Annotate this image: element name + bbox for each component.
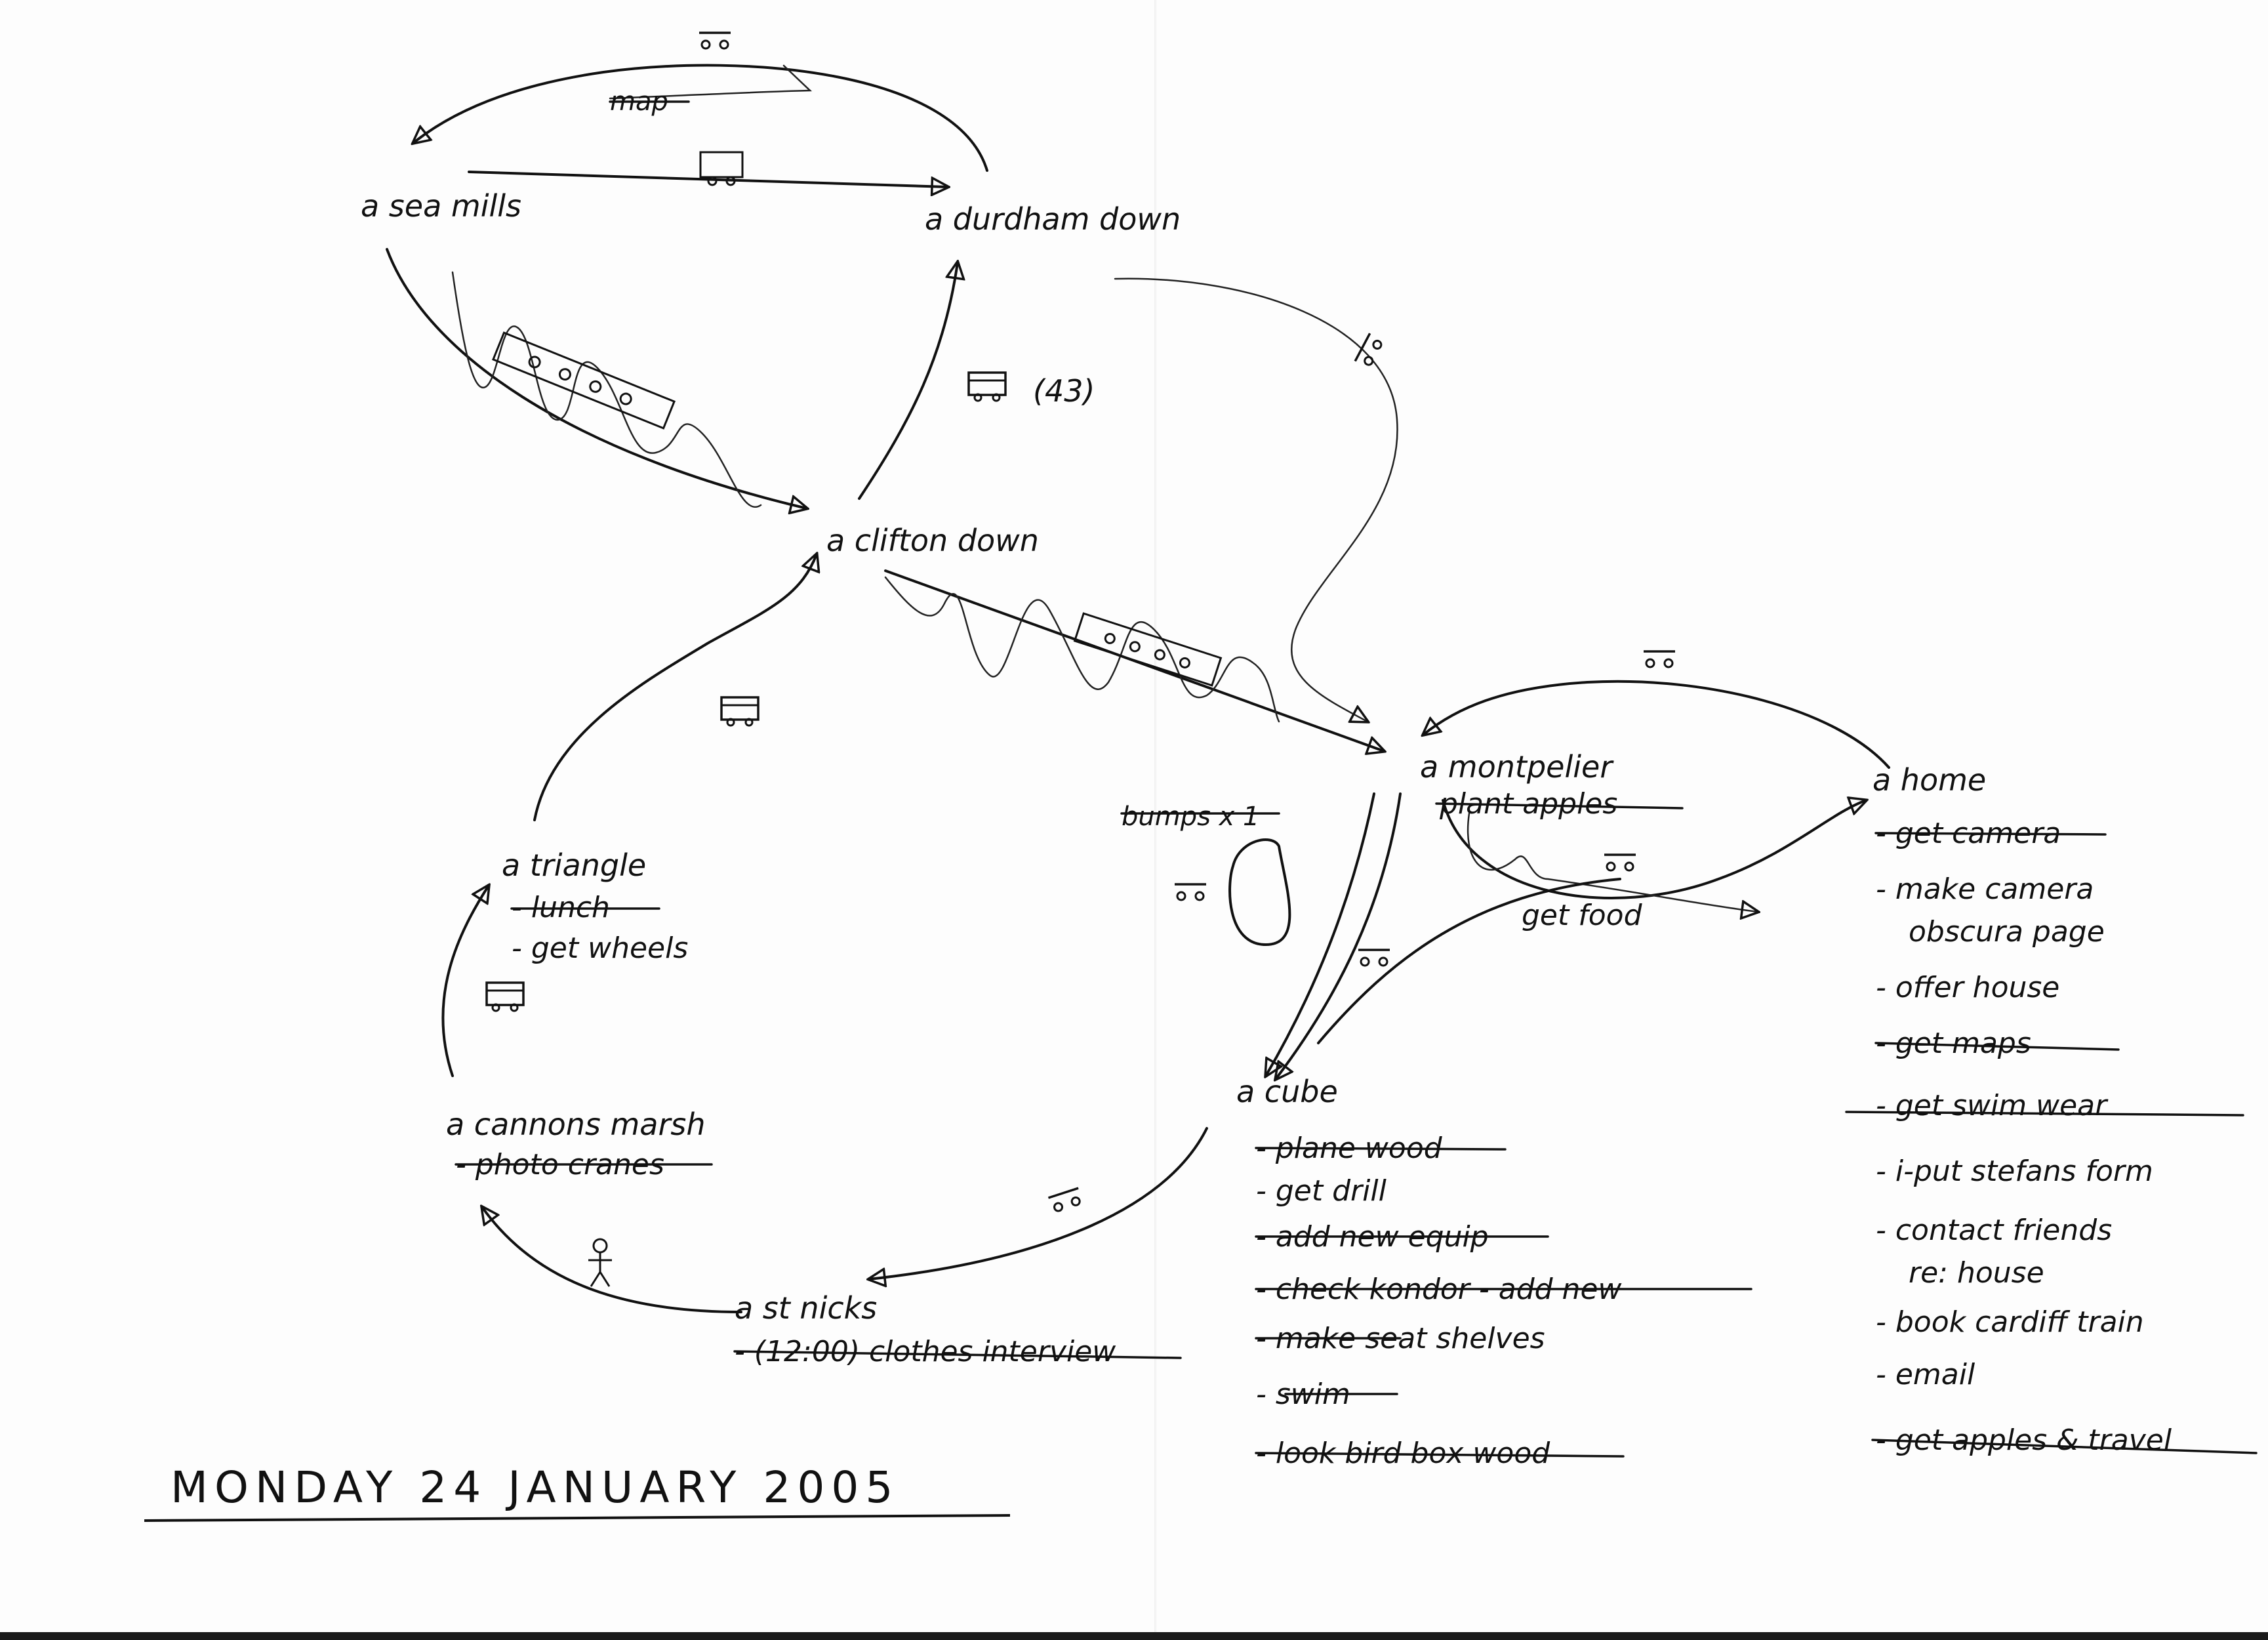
task-item: - get swim wear [1876,1089,2109,1122]
st-nicks-tasks: - (12:00) clothes interview [733,1335,1182,1368]
route-cube-to-stnicks [869,1127,1208,1279]
train-icon [492,331,676,430]
route-triangle-to-clifton [533,554,817,821]
bicycle-icon [1603,853,1637,872]
route-durdham-to-montpelier [1114,277,1398,722]
bus-count-label: (43) [1033,373,1095,409]
place-montpelier: a montpelier [1420,749,1614,785]
paper-fold [1154,0,1157,1640]
route-cannons-to-triangle [441,886,489,1077]
train-wiggle-2 [884,576,1280,723]
food-loop [1467,812,1758,912]
bumps-label: bumps x 1 [1122,802,1260,832]
map-arrow [609,64,813,100]
place-clifton-down: a clifton down [826,523,1039,558]
bicycle-icon [1047,1187,1085,1214]
route-montpelier-to-cube-1 [1266,792,1375,1076]
task-item: - email [1876,1358,1975,1391]
place-cube: a cube [1236,1074,1338,1109]
route-montpelier-to-home [1442,800,1866,899]
task-item: - get wheels [512,932,688,965]
bicycle-icon [698,31,732,50]
task-item: - make camera [1876,872,2094,906]
route-montpelier-to-cube-2 [1276,792,1402,1079]
home-tasks: - get camera - make camera obscura page … [1845,817,2258,1457]
bus-icon [485,981,525,1012]
date-title: MONDAY 24 JANUARY 2005 [171,1462,899,1513]
van-icon [699,151,744,186]
get-food-label: get food [1522,899,1643,932]
bicycle-icon [1354,332,1385,370]
date-underline [144,1514,1011,1522]
bumps-loop [1228,838,1291,946]
route-cube-to-montpelier [1317,878,1621,1044]
place-sea-mills: a sea mills [361,188,521,224]
place-st-nicks: a st nicks [735,1290,877,1326]
task-item: - i-put stefans form [1876,1155,2153,1188]
train-wiggle-1 [451,271,762,508]
triangle-tasks: - lunch - get wheels [510,891,688,965]
bicycle-icon [1642,650,1676,668]
task-item: - offer house [1876,971,2059,1004]
bicycle-icon [1357,949,1391,967]
cannons-marsh-tasks: - photo cranes [455,1148,713,1181]
bus-icon [720,696,759,727]
page-edge [0,1632,2268,1640]
task-item: - get apples & travel [1876,1424,2172,1457]
task-item: - contact friends [1876,1214,2112,1247]
place-triangle: a triangle [502,848,646,883]
bus-icon [967,371,1007,402]
cube-tasks: - plane wood - get drill - add new equip… [1255,1132,1752,1470]
montpelier-tasks: plant apples [1435,787,1684,821]
route-durdham-to-seamills [413,64,988,172]
train-icon [1073,612,1223,687]
route-clifton-to-durdham [858,262,958,500]
task-item: obscura page [1909,915,2105,949]
route-home-to-montpelier [1423,680,1890,769]
task-item: - get drill [1256,1174,1387,1208]
place-cannons-marsh: a cannons marsh [446,1107,706,1142]
bicycle-icon [1173,883,1207,901]
task-item: - book cardiff train [1876,1305,2144,1339]
route-stnicks-to-cannons [482,1207,742,1313]
person-icon [588,1238,612,1287]
route-seamills-to-clifton [386,248,807,508]
place-durdham-down: a durdham down [925,201,1181,237]
task-item: re: house [1909,1256,2044,1290]
place-home: a home [1873,762,1986,798]
